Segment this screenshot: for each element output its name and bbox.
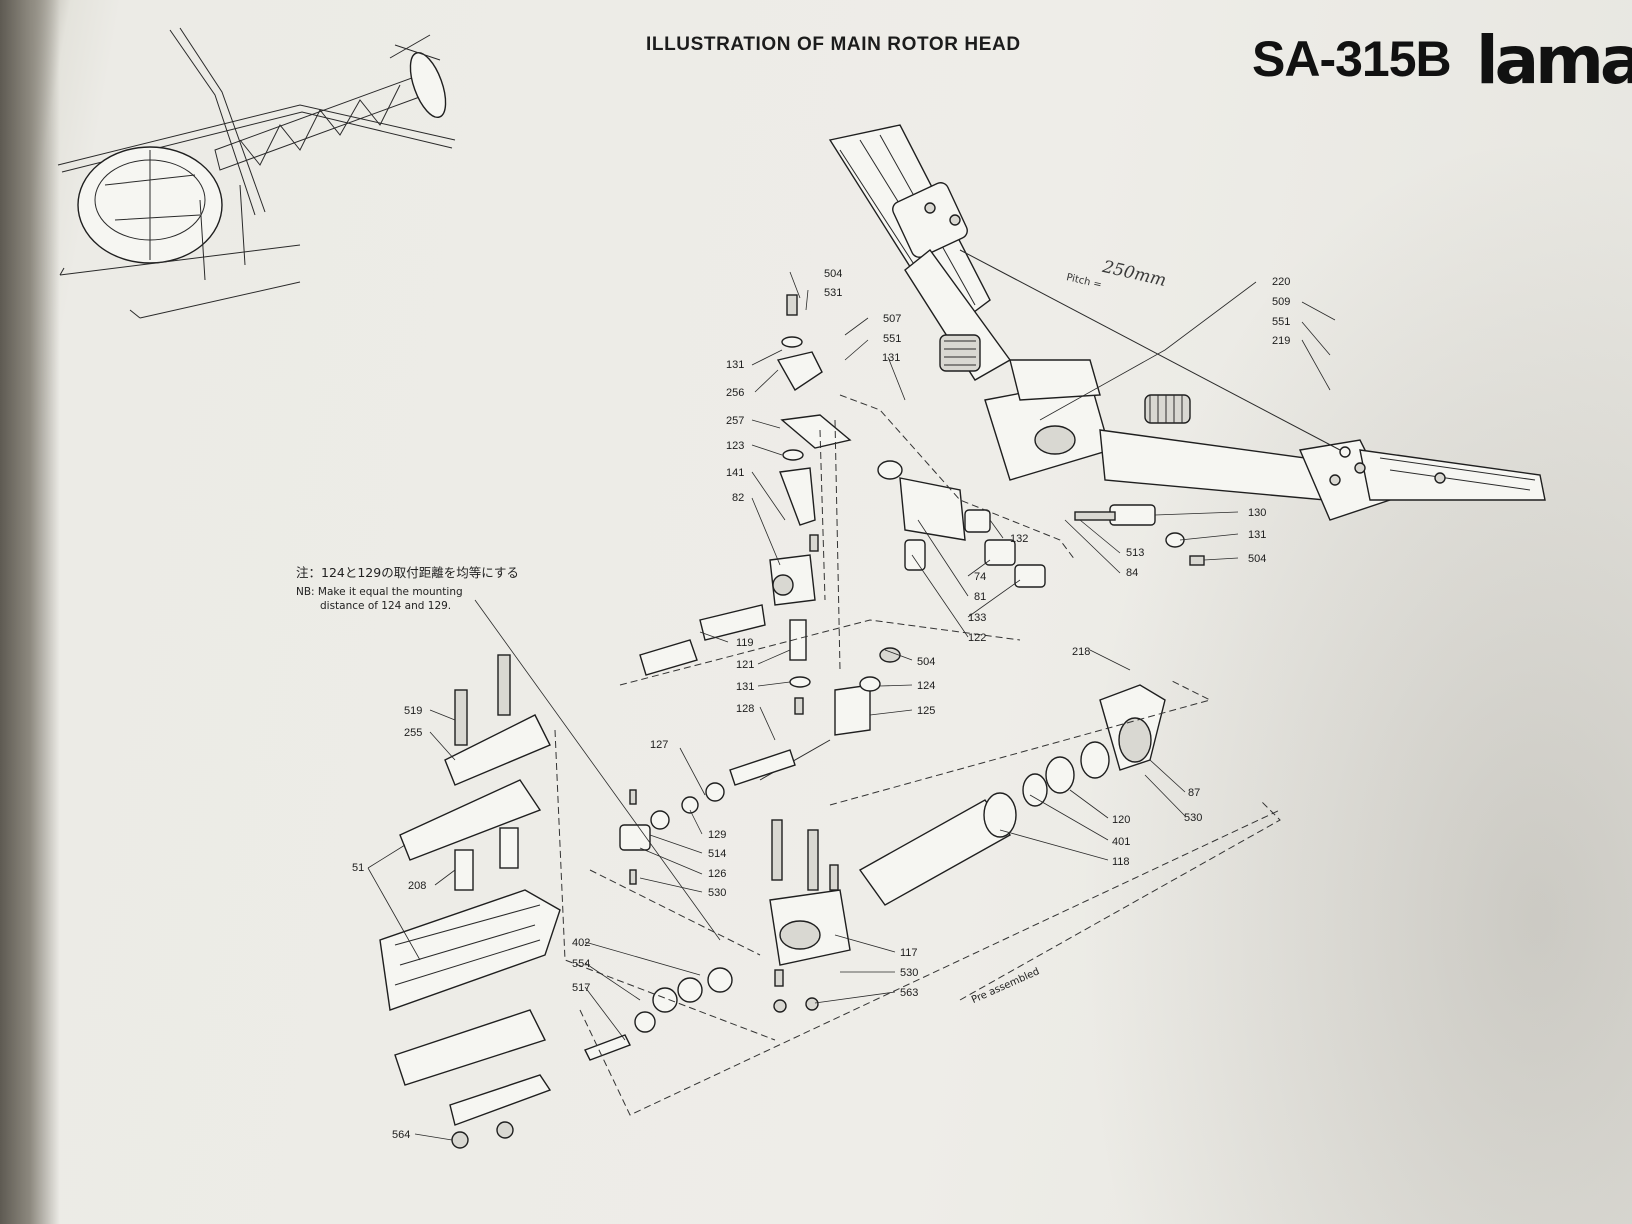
label-530: 530	[708, 887, 726, 899]
label-121: 121	[736, 659, 754, 671]
label-504: 504	[824, 268, 842, 280]
label-219: 219	[1272, 335, 1290, 347]
main-rotor-hub-assembly	[828, 124, 1546, 521]
label-131: 131	[736, 681, 754, 693]
label-531: 531	[824, 287, 842, 299]
label-129: 129	[708, 829, 726, 841]
label-82: 82	[732, 492, 744, 504]
part-labels: 504 531 507 551 131 131 256 257 123 141 …	[352, 268, 1290, 1141]
blade-grip-parts	[584, 684, 1166, 1061]
mixing-lever-parts	[877, 460, 1205, 588]
label-530: 530	[1184, 812, 1202, 824]
leader-lines	[367, 271, 1336, 1141]
damper-parts	[619, 749, 796, 885]
label-551: 551	[883, 333, 901, 345]
label-74: 74	[974, 571, 986, 583]
label-208: 208	[408, 880, 426, 892]
label-218: 218	[1072, 646, 1090, 658]
label-507: 507	[883, 313, 901, 325]
label-84: 84	[1126, 567, 1138, 579]
blade-holder-plates	[379, 654, 561, 1149]
label-125: 125	[917, 705, 935, 717]
label-120: 120	[1112, 814, 1130, 826]
brand-logo: lama	[1476, 22, 1632, 99]
label-132: 132	[1010, 533, 1028, 545]
label-401: 401	[1112, 836, 1130, 848]
label-126: 126	[708, 868, 726, 880]
label-87: 87	[1188, 787, 1200, 799]
label-514: 514	[708, 848, 726, 860]
note-japanese: 注：124と129の取付距離を均等にする	[296, 565, 519, 580]
label-122: 122	[968, 632, 986, 644]
helicopter-illustration	[57, 27, 456, 319]
label-133: 133	[968, 612, 986, 624]
label-509: 509	[1272, 296, 1290, 308]
label-51: 51	[352, 862, 364, 874]
label-141: 141	[726, 467, 744, 479]
label-119: 119	[736, 637, 754, 649]
label-504: 504	[1248, 553, 1266, 565]
label-131: 131	[882, 352, 900, 364]
label-81: 81	[974, 591, 986, 603]
label-117: 117	[900, 947, 918, 959]
book-gutter	[0, 0, 60, 1224]
pitch-link-parts	[639, 294, 901, 781]
label-123: 123	[726, 440, 744, 452]
label-257: 257	[726, 415, 744, 427]
label-402: 402	[572, 937, 590, 949]
label-127: 127	[650, 739, 668, 751]
note-english-line1: NB: Make it equal the mounting	[296, 586, 463, 598]
note-english-line2: distance of 124 and 129.	[320, 600, 452, 612]
label-530: 530	[900, 967, 918, 979]
label-551: 551	[1272, 316, 1290, 328]
page-title: ILLUSTRATION OF MAIN ROTOR HEAD	[646, 34, 1021, 55]
label-517: 517	[572, 982, 590, 994]
label-256: 256	[726, 387, 744, 399]
model-code: SA-315B	[1252, 31, 1452, 87]
page-shadow	[1000, 0, 1632, 1224]
label-504: 504	[917, 656, 935, 668]
label-554: 554	[572, 958, 590, 970]
label-118: 118	[1112, 856, 1130, 868]
label-131: 131	[726, 359, 744, 371]
dashed-grouping-lines	[554, 394, 1281, 1116]
label-513: 513	[1126, 547, 1144, 559]
label-124: 124	[917, 680, 935, 692]
label-519: 519	[404, 705, 422, 717]
label-563: 563	[900, 987, 918, 999]
label-128: 128	[736, 703, 754, 715]
label-220: 220	[1272, 276, 1290, 288]
label-564: 564	[392, 1129, 410, 1141]
label-131: 131	[1248, 529, 1266, 541]
label-255: 255	[404, 727, 422, 739]
label-130: 130	[1248, 507, 1266, 519]
